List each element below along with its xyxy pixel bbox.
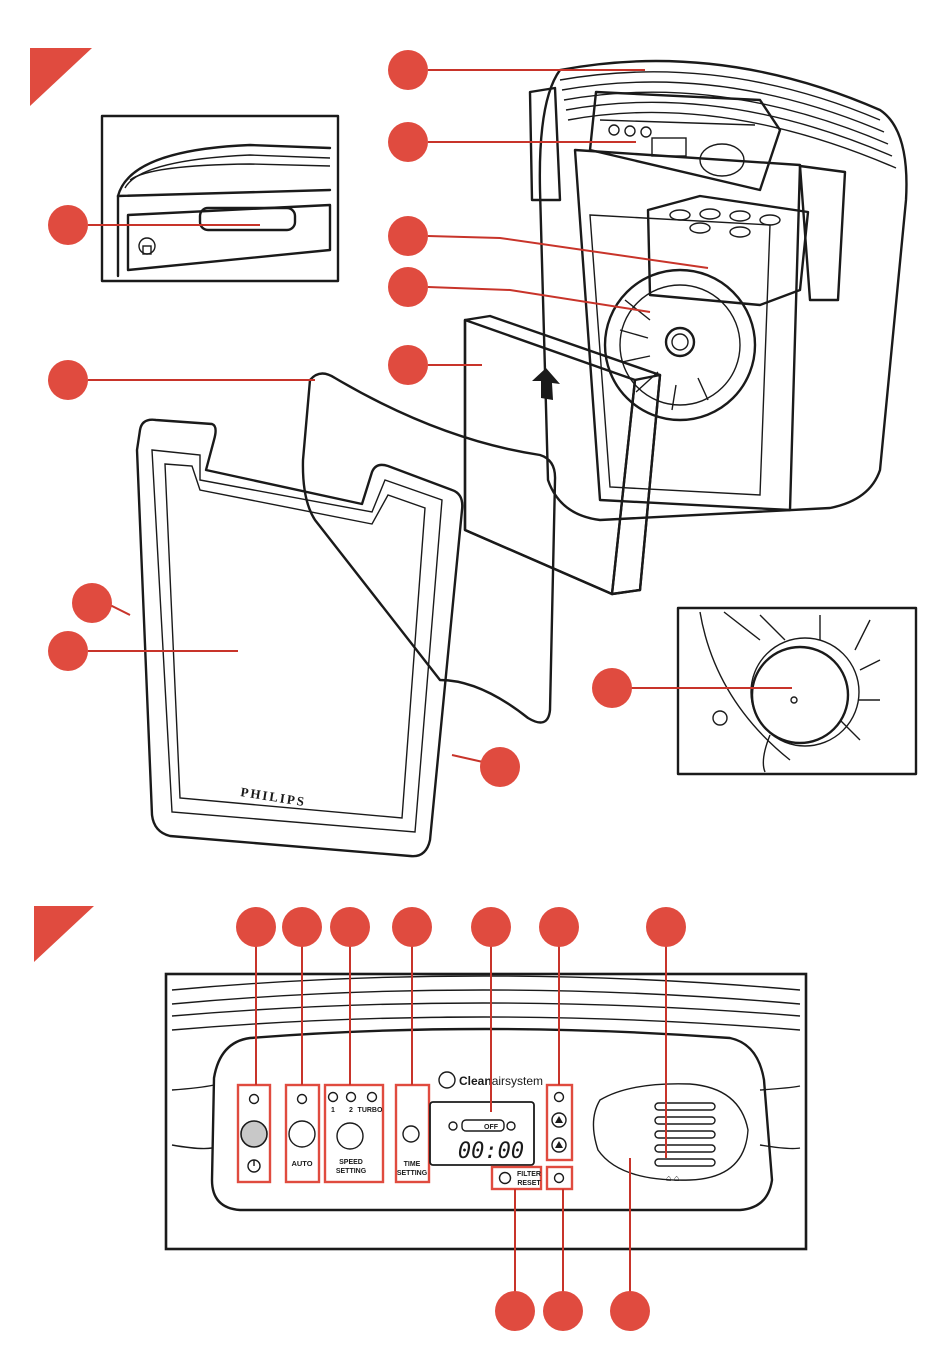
section-marker-2 (34, 906, 94, 962)
speed-turbo-label: TURBO (358, 1107, 383, 1114)
hepa-filter (465, 316, 660, 594)
speed-setting-label-2: SETTING (336, 1168, 367, 1175)
callout-dot (480, 747, 520, 787)
callout-dot (48, 631, 88, 671)
speed-1-label: 1 (331, 1107, 335, 1114)
callout-dot (48, 205, 88, 245)
callout-dot (592, 668, 632, 708)
callout-dot (282, 907, 322, 947)
inset-top-vent (102, 116, 338, 281)
callout-dot (471, 907, 511, 947)
callout-dot (388, 122, 428, 162)
speed-2-label: 2 (349, 1107, 353, 1114)
callout-dot (72, 583, 112, 623)
brand-logo: PHILIPS (240, 784, 308, 809)
callout-dot (543, 1291, 583, 1331)
callout-dot (388, 267, 428, 307)
display-time: 00:00 (458, 1139, 524, 1164)
speed-setting-label-1: SPEED (339, 1159, 363, 1166)
callout-dot (392, 907, 432, 947)
display-off: OFF (484, 1124, 499, 1131)
section-marker-1 (30, 48, 92, 106)
callouts-section-1 (48, 50, 632, 787)
power-button[interactable] (241, 1121, 267, 1147)
callout-dot (388, 50, 428, 90)
callout-dot (48, 360, 88, 400)
svg-text:Cleanairsystem: Cleanairsystem (459, 1074, 543, 1088)
front-panel: PHILIPS (137, 420, 462, 856)
callout-dot (495, 1291, 535, 1331)
time-setting-label-2: SETTING (397, 1170, 428, 1177)
inset-fan (678, 608, 916, 774)
callout-dot (330, 907, 370, 947)
callout-dot (610, 1291, 650, 1331)
house-icons: ⌂ ⌂ (666, 1173, 679, 1183)
auto-label: AUTO (291, 1159, 312, 1168)
logo-airsystem: airsystem (492, 1074, 543, 1088)
control-panel: Cleanairsystem AUTO 1 2 TURBO SPEED SETT… (166, 974, 806, 1249)
pre-filter (303, 373, 555, 722)
filter-reset-label-1: FILTER (517, 1171, 541, 1178)
time-setting-label-1: TIME (404, 1161, 421, 1168)
callout-dot (236, 907, 276, 947)
filter-reset-label-2: RESET (517, 1180, 541, 1187)
callout-dot (388, 216, 428, 256)
air-purifier-unit (530, 61, 906, 520)
callout-dot (646, 907, 686, 947)
logo-clean: Clean (459, 1074, 492, 1088)
callout-dot (388, 345, 428, 385)
callout-dot (539, 907, 579, 947)
up-arrow-icon (532, 368, 560, 400)
